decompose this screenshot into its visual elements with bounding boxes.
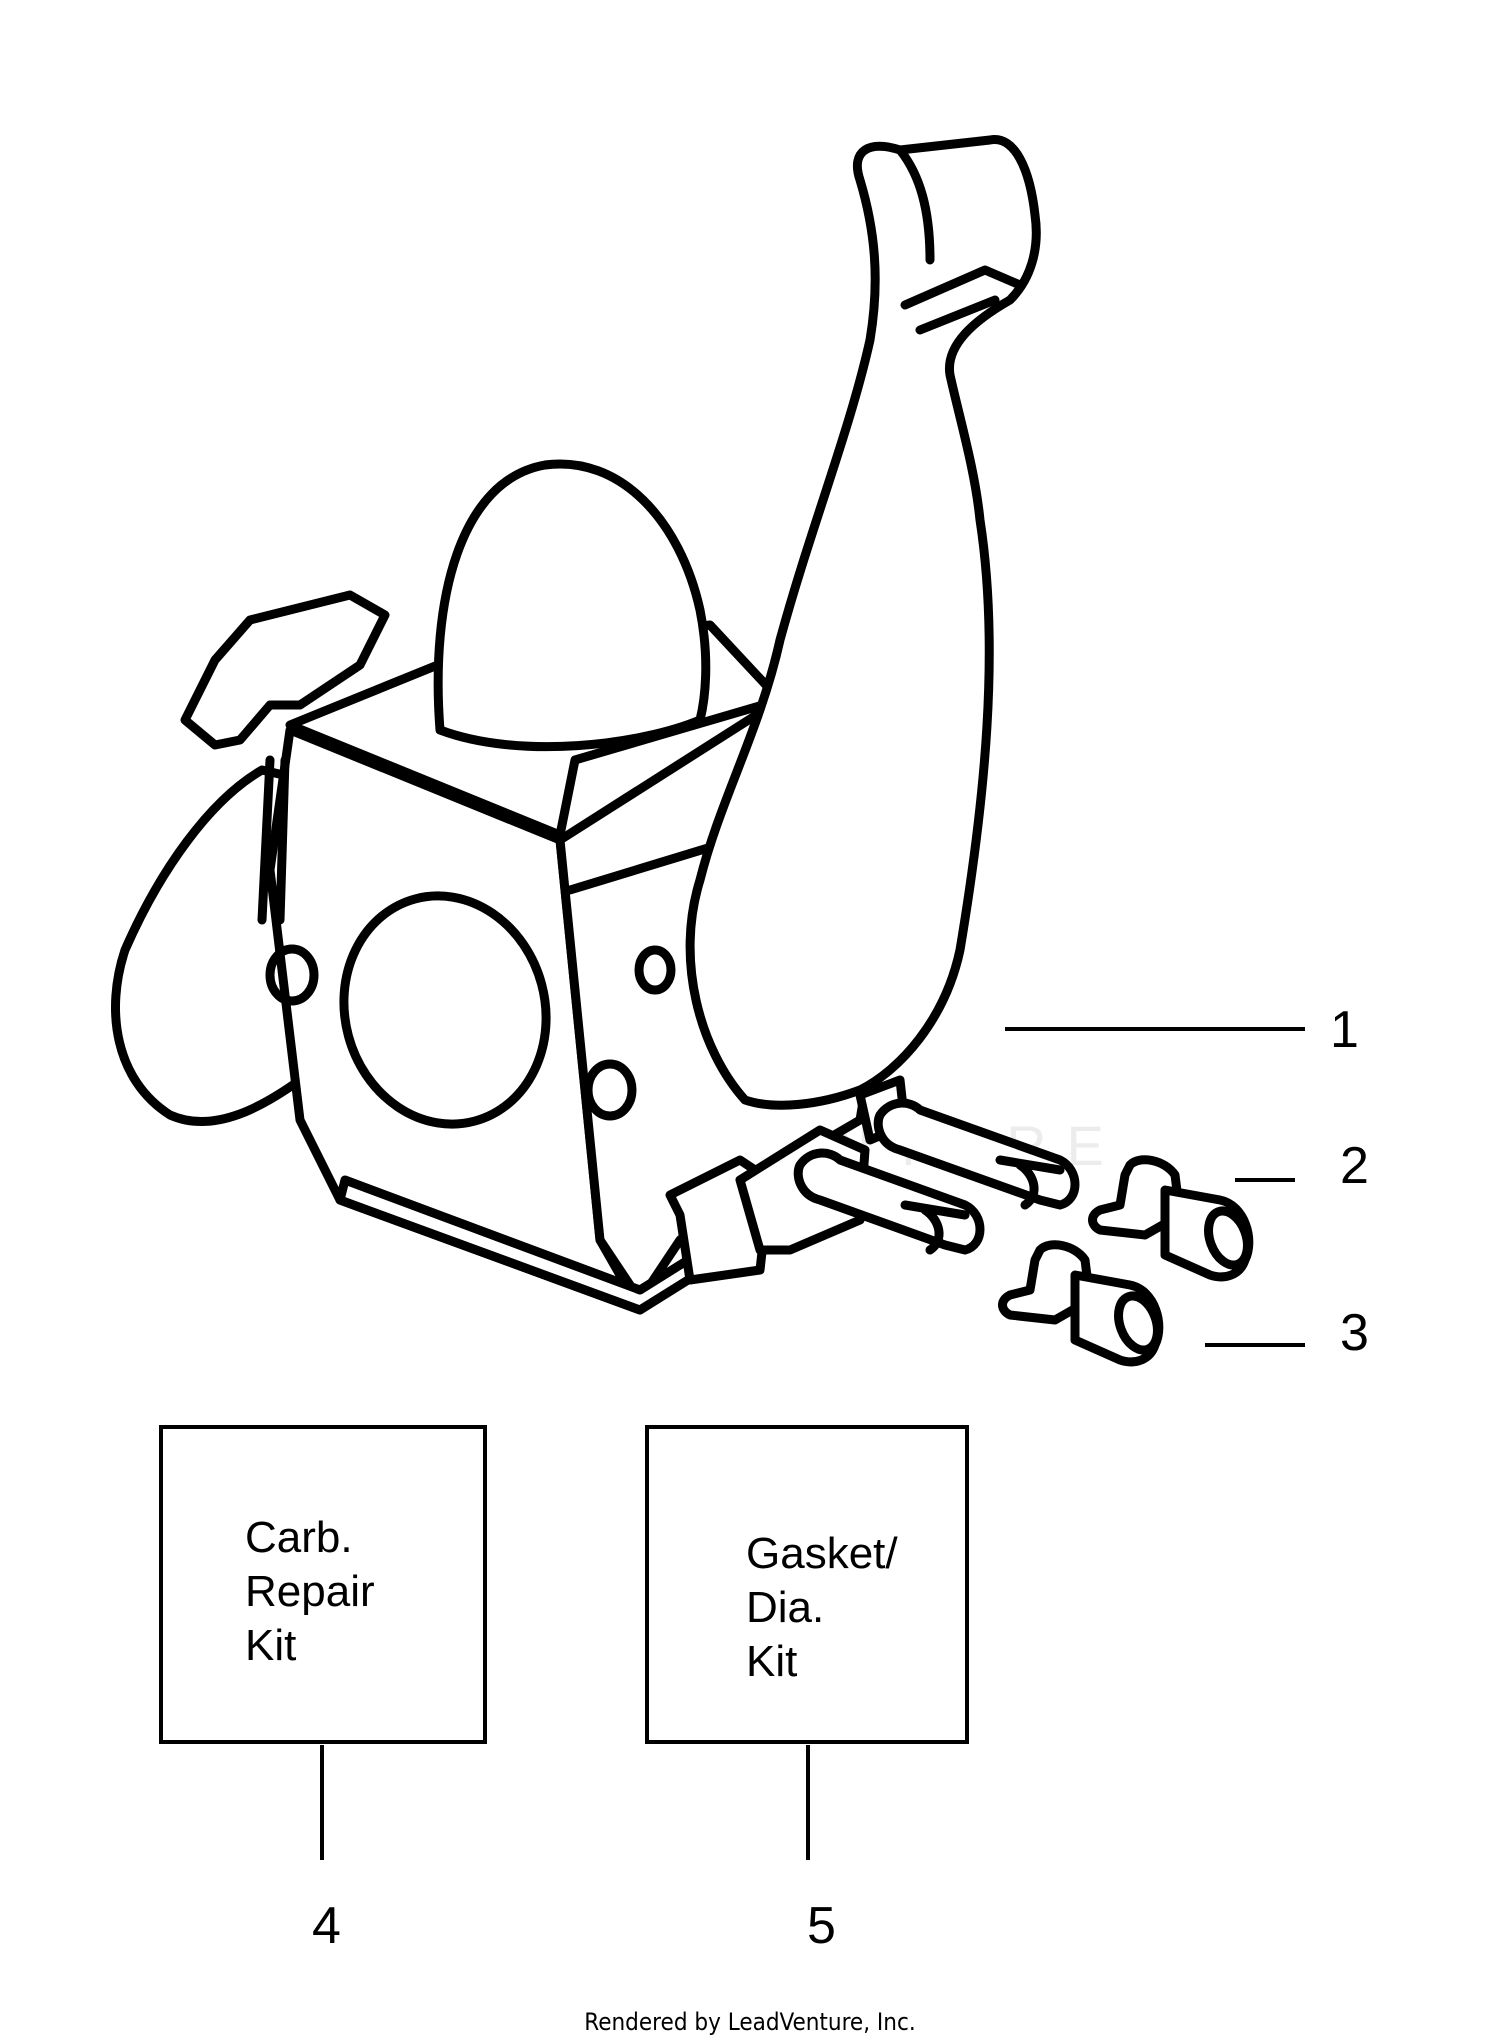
callout-2: 2	[1340, 1137, 1369, 1195]
kit-label-line: Kit	[746, 1637, 797, 1686]
lever-ridge	[900, 265, 1025, 335]
kit-label-line: Carb.	[245, 1513, 353, 1562]
choke-tab	[180, 590, 390, 750]
callout-3: 3	[1340, 1304, 1369, 1362]
callout-1: 1	[1330, 1001, 1359, 1059]
footer-credit: Rendered by LeadVenture, Inc.	[584, 2008, 915, 2036]
fuel-line-fitting-2	[1088, 1155, 1254, 1282]
kit-label-line: Gasket/	[746, 1529, 898, 1578]
callout-4: 4	[312, 1897, 341, 1955]
throttle-lever	[685, 135, 1041, 1110]
kit-label-line: Repair	[245, 1567, 375, 1616]
fuel-fitting-upper-barb	[995, 1155, 1065, 1210]
fuel-fitting-lower-barb	[900, 1200, 970, 1255]
callout-5: 5	[807, 1897, 836, 1955]
primer-bulb	[433, 459, 711, 752]
gasket-dia-kit-box: Gasket/ Dia. Kit	[645, 1425, 969, 1744]
carb-repair-kit-box: Carb. Repair Kit	[159, 1425, 487, 1744]
fuel-fitting-upper	[873, 1098, 1080, 1210]
mounting-hole-side	[634, 945, 676, 995]
venturi-bore	[339, 891, 551, 1129]
kit-label-line: Kit	[245, 1621, 296, 1670]
mounting-hole-bottom	[583, 1059, 637, 1121]
carburetor-illustration	[111, 135, 1254, 1367]
kit-label-line: Dia.	[746, 1583, 824, 1632]
fuel-line-fitting-3	[998, 1240, 1164, 1367]
choke-shaft	[257, 755, 290, 925]
lever-tip-edge	[895, 145, 935, 265]
mounting-hole-top	[265, 944, 319, 1006]
choke-plate	[111, 765, 310, 1127]
